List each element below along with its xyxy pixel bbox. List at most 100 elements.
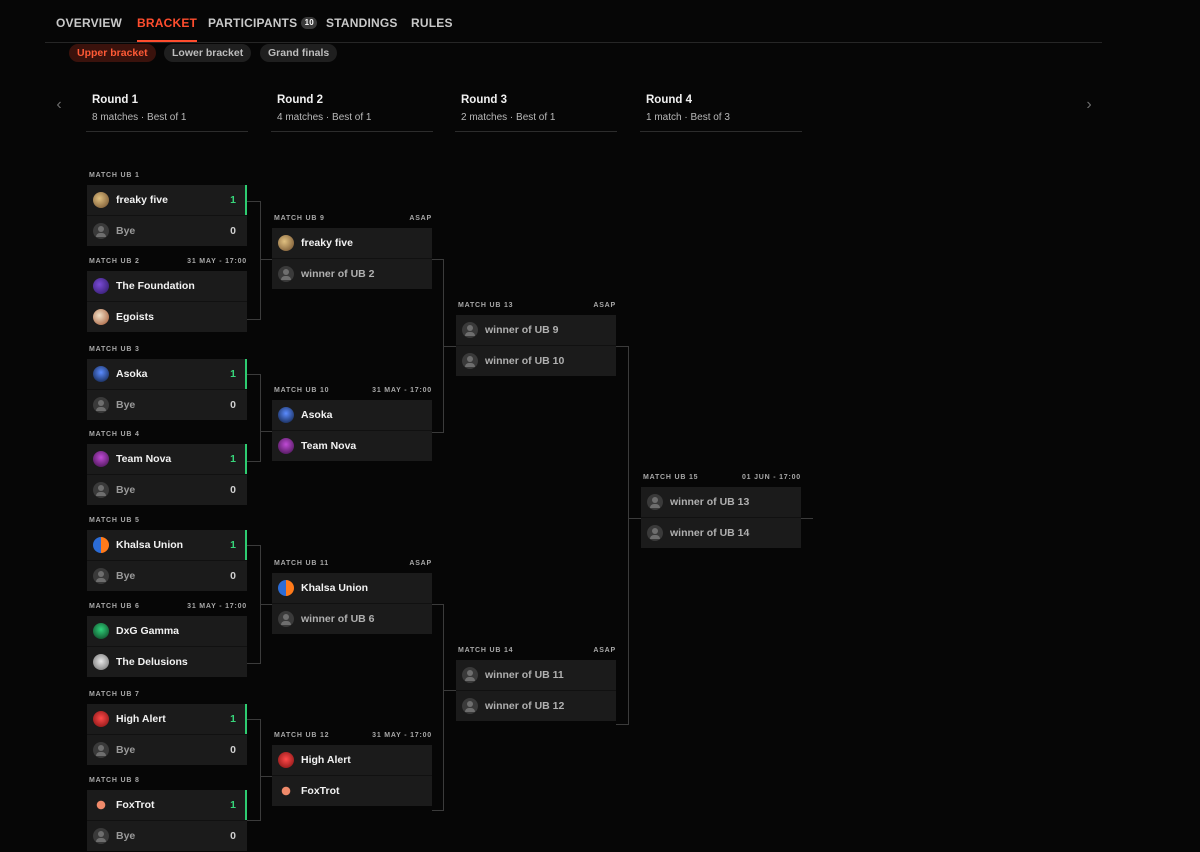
team-slot[interactable]: Bye 0 xyxy=(87,735,247,765)
team-name: freaky five xyxy=(116,194,168,206)
round-header: Round 4 1 match · Best of 3 xyxy=(640,92,802,132)
team-score: 0 xyxy=(230,399,236,411)
match-card-ub11[interactable]: MATCH UB 11 ASAP Khalsa Union winner of … xyxy=(272,560,432,635)
team-slot[interactable]: Khalsa Union xyxy=(272,573,432,604)
match-card-ub4[interactable]: MATCH UB 4 Team Nova 1 Bye 0 xyxy=(87,431,247,506)
team-slot[interactable]: Team Nova xyxy=(272,431,432,461)
team-slot[interactable]: winner of UB 11 xyxy=(456,660,616,691)
round-header: Round 1 8 matches · Best of 1 xyxy=(86,92,248,132)
team-slot[interactable]: Bye 0 xyxy=(87,216,247,246)
team-slot[interactable]: Egoists xyxy=(87,302,247,332)
round-subtitle: 2 matches · Best of 1 xyxy=(461,112,556,123)
team-slot[interactable]: The Foundation xyxy=(87,271,247,302)
team-slot[interactable]: Bye 0 xyxy=(87,561,247,591)
team-name: freaky five xyxy=(301,237,353,249)
team-slot[interactable]: Asoka 1 xyxy=(87,359,247,390)
team-slot[interactable]: Bye 0 xyxy=(87,821,247,851)
match-card-ub6[interactable]: MATCH UB 6 31 MAY - 17:00 DxG Gamma The … xyxy=(87,603,247,678)
team-slot[interactable]: FoxTrot 1 xyxy=(87,790,247,821)
placeholder-avatar-icon xyxy=(462,322,478,338)
team-logo-icon xyxy=(93,192,109,208)
bracket-connector xyxy=(247,719,261,821)
tab-standings[interactable]: STANDINGS xyxy=(326,16,398,30)
match-card-ub15[interactable]: MATCH UB 15 01 JUN - 17:00 winner of UB … xyxy=(641,474,801,549)
bracket-connector xyxy=(260,604,272,605)
team-slot[interactable]: winner of UB 9 xyxy=(456,315,616,346)
team-slot[interactable]: freaky five xyxy=(272,228,432,259)
match-card-ub14[interactable]: MATCH UB 14 ASAP winner of UB 11 winner … xyxy=(456,647,616,722)
match-time: 31 MAY - 17:00 xyxy=(187,603,247,610)
tab-rules[interactable]: RULES xyxy=(411,16,453,30)
tab-overview[interactable]: OVERVIEW xyxy=(56,16,123,30)
participants-count-badge: 10 xyxy=(301,17,318,29)
team-name: winner of UB 11 xyxy=(485,669,564,681)
team-slot[interactable]: winner of UB 10 xyxy=(456,346,616,376)
team-slot[interactable]: freaky five 1 xyxy=(87,185,247,216)
match-card-ub9[interactable]: MATCH UB 9 ASAP freaky five winner of UB… xyxy=(272,215,432,290)
team-score: 1 xyxy=(230,194,236,206)
placeholder-avatar-icon xyxy=(278,266,294,282)
match-card-ub10[interactable]: MATCH UB 10 31 MAY - 17:00 Asoka Team No… xyxy=(272,387,432,462)
match-label: MATCH UB 14 xyxy=(458,647,514,654)
team-logo-icon xyxy=(93,623,109,639)
team-slot[interactable]: winner of UB 2 xyxy=(272,259,432,289)
placeholder-avatar-icon xyxy=(93,223,109,239)
team-slot[interactable]: Bye 0 xyxy=(87,390,247,420)
team-score: 0 xyxy=(230,830,236,842)
match-label: MATCH UB 12 xyxy=(274,732,330,739)
match-card-ub3[interactable]: MATCH UB 3 Asoka 1 Bye 0 xyxy=(87,346,247,421)
team-slot[interactable]: DxG Gamma xyxy=(87,616,247,647)
match-label: MATCH UB 11 xyxy=(274,560,329,567)
scroll-left-arrow-icon[interactable]: ‹ xyxy=(56,96,62,113)
team-slot[interactable]: Asoka xyxy=(272,400,432,431)
match-card-ub7[interactable]: MATCH UB 7 High Alert 1 Bye 0 xyxy=(87,691,247,766)
team-name: Team Nova xyxy=(116,453,172,465)
team-slot[interactable]: winner of UB 14 xyxy=(641,518,801,548)
match-card-ub2[interactable]: MATCH UB 2 31 MAY - 17:00 The Foundation… xyxy=(87,258,247,333)
team-name: winner of UB 10 xyxy=(485,355,565,367)
team-slot[interactable]: winner of UB 6 xyxy=(272,604,432,634)
team-name: The Foundation xyxy=(116,280,195,292)
scroll-right-arrow-icon[interactable]: › xyxy=(1086,96,1092,113)
bracket-connector xyxy=(247,201,261,320)
team-slot[interactable]: High Alert xyxy=(272,745,432,776)
placeholder-avatar-icon xyxy=(647,525,663,541)
match-card-ub12[interactable]: MATCH UB 12 31 MAY - 17:00 High Alert Fo… xyxy=(272,732,432,807)
team-slot[interactable]: Bye 0 xyxy=(87,475,247,505)
bracket-connector xyxy=(616,346,629,725)
team-name: winner of UB 6 xyxy=(301,613,375,625)
match-label: MATCH UB 13 xyxy=(458,302,514,309)
match-card-ub1[interactable]: MATCH UB 1 freaky five 1 Bye 0 xyxy=(87,172,247,247)
match-card-ub13[interactable]: MATCH UB 13 ASAP winner of UB 9 winner o… xyxy=(456,302,616,377)
team-slot[interactable]: FoxTrot xyxy=(272,776,432,806)
match-label: MATCH UB 5 xyxy=(89,517,140,524)
team-slot[interactable]: Team Nova 1 xyxy=(87,444,247,475)
team-name: winner of UB 2 xyxy=(301,268,375,280)
team-name: winner of UB 13 xyxy=(670,496,750,508)
match-label: MATCH UB 4 xyxy=(89,431,140,438)
team-slot[interactable]: winner of UB 13 xyxy=(641,487,801,518)
placeholder-avatar-icon xyxy=(462,698,478,714)
lower-bracket-tab[interactable]: Lower bracket xyxy=(164,44,252,62)
bracket-connector xyxy=(443,690,456,691)
placeholder-avatar-icon xyxy=(93,742,109,758)
match-time: ASAP xyxy=(409,215,432,222)
team-slot[interactable]: The Delusions xyxy=(87,647,247,677)
team-score: 1 xyxy=(230,799,236,811)
team-slot[interactable]: Khalsa Union 1 xyxy=(87,530,247,561)
team-score: 1 xyxy=(230,713,236,725)
team-slot[interactable]: High Alert 1 xyxy=(87,704,247,735)
team-slot[interactable]: winner of UB 12 xyxy=(456,691,616,721)
round-subtitle: 1 match · Best of 3 xyxy=(646,112,730,123)
match-time: 01 JUN - 17:00 xyxy=(741,474,801,481)
match-card-ub8[interactable]: MATCH UB 8 FoxTrot 1 Bye 0 xyxy=(87,777,247,852)
round-subtitle: 4 matches · Best of 1 xyxy=(277,112,372,123)
tab-bracket[interactable]: BRACKET xyxy=(137,16,198,42)
match-time: ASAP xyxy=(593,302,616,309)
grand-finals-tab[interactable]: Grand finals xyxy=(260,44,338,62)
upper-bracket-tab[interactable]: Upper bracket xyxy=(69,44,156,62)
match-card-ub5[interactable]: MATCH UB 5 Khalsa Union 1 Bye 0 xyxy=(87,517,247,592)
team-score: 0 xyxy=(230,484,236,496)
